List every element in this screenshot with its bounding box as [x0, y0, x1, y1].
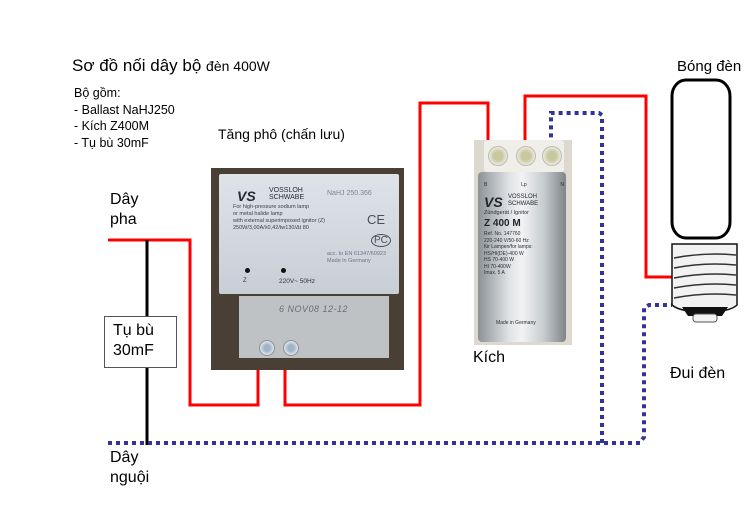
ballast-description: For high-pressure sodium lamp or metal h…: [233, 204, 325, 232]
ballast-nameplate: VS VOSSLOH SCHWABE NaHJ 250.366 For high…: [219, 174, 399, 294]
kit-list: Bộ gồm: - Ballast NaHJ250 - Kích Z400M -…: [74, 85, 175, 151]
ignitor-can: B Lp N VS VOSSLOH SCHWABE Zündgerät / Ig…: [478, 172, 566, 342]
ignitor-made-in: Made in Germany: [496, 320, 536, 326]
vs-logo: VS: [237, 188, 256, 204]
ignitor-terminal: [488, 146, 508, 166]
ignitor-model: Z 400 M: [484, 218, 521, 229]
label-line: nguội: [110, 469, 150, 486]
ignitor-terminal-cap: [484, 140, 564, 172]
terminal-z-label: Z: [243, 278, 247, 284]
kit-item: - Ballast NaHJ250: [74, 102, 175, 117]
ballast-photo: VS VOSSLOH SCHWABE NaHJ 250.366 For high…: [211, 168, 404, 370]
spec-line: HS 70-400 W: [484, 257, 515, 263]
ballast-date-code: 6 NOV08 12-12: [279, 304, 349, 314]
ignitor-terminal: [516, 146, 536, 166]
title-main: Sơ đồ nối dây bộ: [72, 56, 202, 75]
neutral-wire-ignitor: [549, 111, 604, 443]
title-suffix: đèn 400W: [206, 58, 270, 74]
capacitor-label-line: 30mF: [113, 342, 154, 359]
std-line: acc. to EN 61347/60923: [327, 251, 387, 257]
pin-label: N: [560, 182, 564, 188]
brand-line: SCHWABE: [269, 194, 305, 201]
terminal-dot: [245, 268, 250, 273]
pin-label: B: [484, 182, 488, 188]
ignitor-to-lamp-wire: [523, 94, 672, 279]
desc-line: or metal halide lamp: [233, 211, 283, 217]
label-line: Dây: [110, 191, 139, 208]
ignitor-spec: Ref. No. 147760 220-240 V/50-60 Hz für L…: [484, 231, 533, 277]
phase-wire: [108, 238, 260, 407]
pc-mark: PC: [371, 234, 391, 247]
std-line: Made in Germany: [327, 258, 371, 264]
spec-line: HI 70-400W: [484, 263, 511, 270]
pin-label: Lp: [521, 182, 527, 188]
ballast-terminal-screw: [259, 340, 275, 356]
ignitor-terminal: [542, 146, 562, 166]
spec-line: HS/HI(DE)-400 W: [484, 250, 524, 257]
spec-line: Ref. No. 147760: [484, 231, 521, 237]
kit-item: - Tụ bù 30mF: [74, 135, 149, 150]
ballast-brand-name: VOSSLOH SCHWABE: [269, 187, 304, 201]
spec-line: 220-240 V/50-60 Hz: [484, 237, 529, 244]
capacitor-label-line: Tụ bù: [113, 322, 154, 339]
desc-line: with external superimposed ignitor (Z): [233, 218, 326, 224]
ballast-terminal-block: 6 NOV08 12-12: [239, 296, 389, 358]
ignitor-brand-name: VOSSLOH SCHWABE: [508, 194, 538, 208]
vs-logo: VS: [484, 194, 503, 210]
lamp-socket: [671, 243, 738, 323]
kit-heading: Bộ gồm:: [74, 86, 121, 100]
bulb-label: Bóng đèn: [677, 58, 742, 75]
capacitor-box: Tụ bù 30mF: [104, 316, 177, 368]
ballast-label: Tăng phô (chấn lưu): [218, 126, 345, 142]
ignitor-type: Zündgerät / Ignitor: [484, 210, 529, 216]
ignitor-pin-labels: B Lp N: [484, 182, 564, 188]
bulb-glass: [670, 78, 732, 240]
desc-line: 250W/3,00A/λ0,42/tw130/Δt 80: [233, 225, 309, 231]
ignitor-photo: B Lp N VS VOSSLOH SCHWABE Zündgerät / Ig…: [474, 140, 572, 345]
desc-line: For high-pressure sodium lamp: [233, 204, 310, 210]
ballast-standard: acc. to EN 61347/60923 Made in Germany: [327, 251, 386, 265]
kit-item: - Kích Z400M: [74, 119, 150, 133]
label-line: pha: [110, 211, 137, 228]
neutral-wire: [108, 303, 672, 445]
brand-line: SCHWABE: [508, 201, 539, 207]
neutral-line-label: Dây nguội: [110, 448, 149, 488]
spec-line: Imax. 5 A: [484, 270, 505, 276]
label-line: Dây: [110, 449, 139, 466]
phase-line-label: Dây pha: [110, 190, 138, 230]
brand-line: VOSSLOH: [508, 194, 538, 200]
ce-mark: CE: [367, 212, 386, 227]
terminal-voltage-label: 220V~ 50Hz: [279, 278, 315, 285]
diagram-title: Sơ đồ nối dây bộ đèn 400W: [72, 56, 270, 76]
ballast-to-ignitor-wire: [283, 101, 490, 407]
socket-label: Đui đèn: [670, 365, 726, 382]
ignitor-label: Kích: [473, 349, 506, 366]
ballast-part-no: NaHJ 250.366: [327, 190, 372, 197]
brand-line: VOSSLOH: [269, 187, 303, 194]
spec-line: für Lampen/for lamps:: [484, 244, 533, 250]
terminal-dot: [281, 268, 286, 273]
ballast-terminal-screw: [283, 340, 299, 356]
